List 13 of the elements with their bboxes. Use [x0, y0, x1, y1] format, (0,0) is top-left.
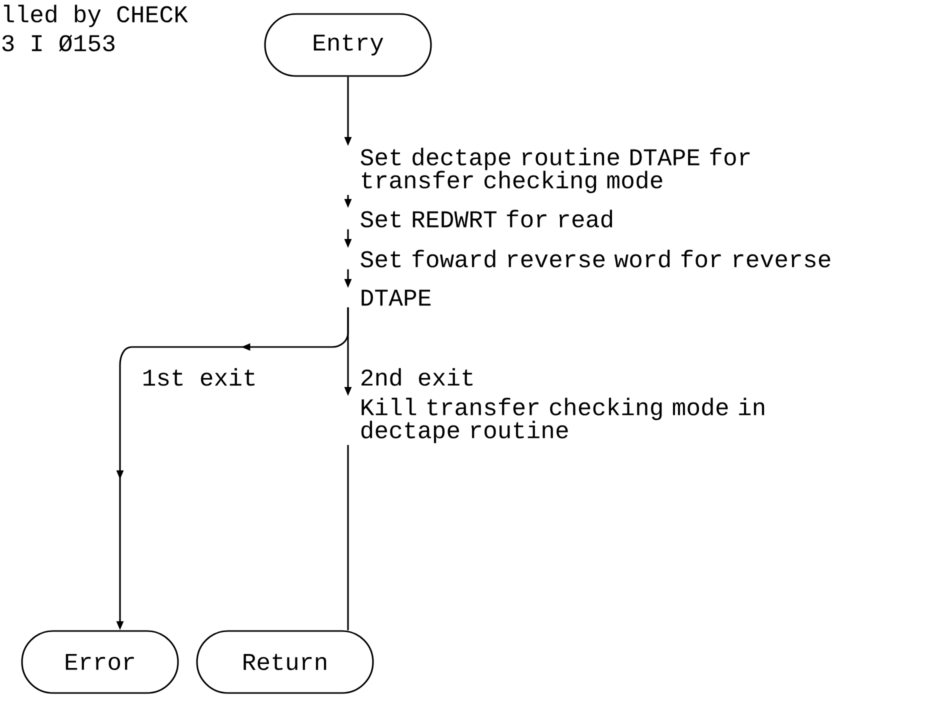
step-text: Kill transfer checking mode in dectape routine [361, 398, 764, 444]
edge-label: 2nd exit [362, 368, 473, 386]
step-text: DTAPE [362, 290, 431, 306]
step-text: Set foward reverse word for reverse [360, 250, 830, 268]
step-text: Set dectape routine DTAPE for transfer checking mode [360, 148, 750, 194]
terminal-box: Error [21, 630, 179, 694]
note-text: 3 I Ø153 [2, 34, 114, 52]
terminal-box: Return [196, 630, 374, 694]
terminal-box: Entry [264, 13, 432, 77]
edge-label: 1st exit [144, 368, 255, 386]
flow-line [347, 444, 349, 630]
note-text: lled by CHECK [4, 4, 188, 28]
step-text: Set REDWRT for read [360, 210, 612, 228]
